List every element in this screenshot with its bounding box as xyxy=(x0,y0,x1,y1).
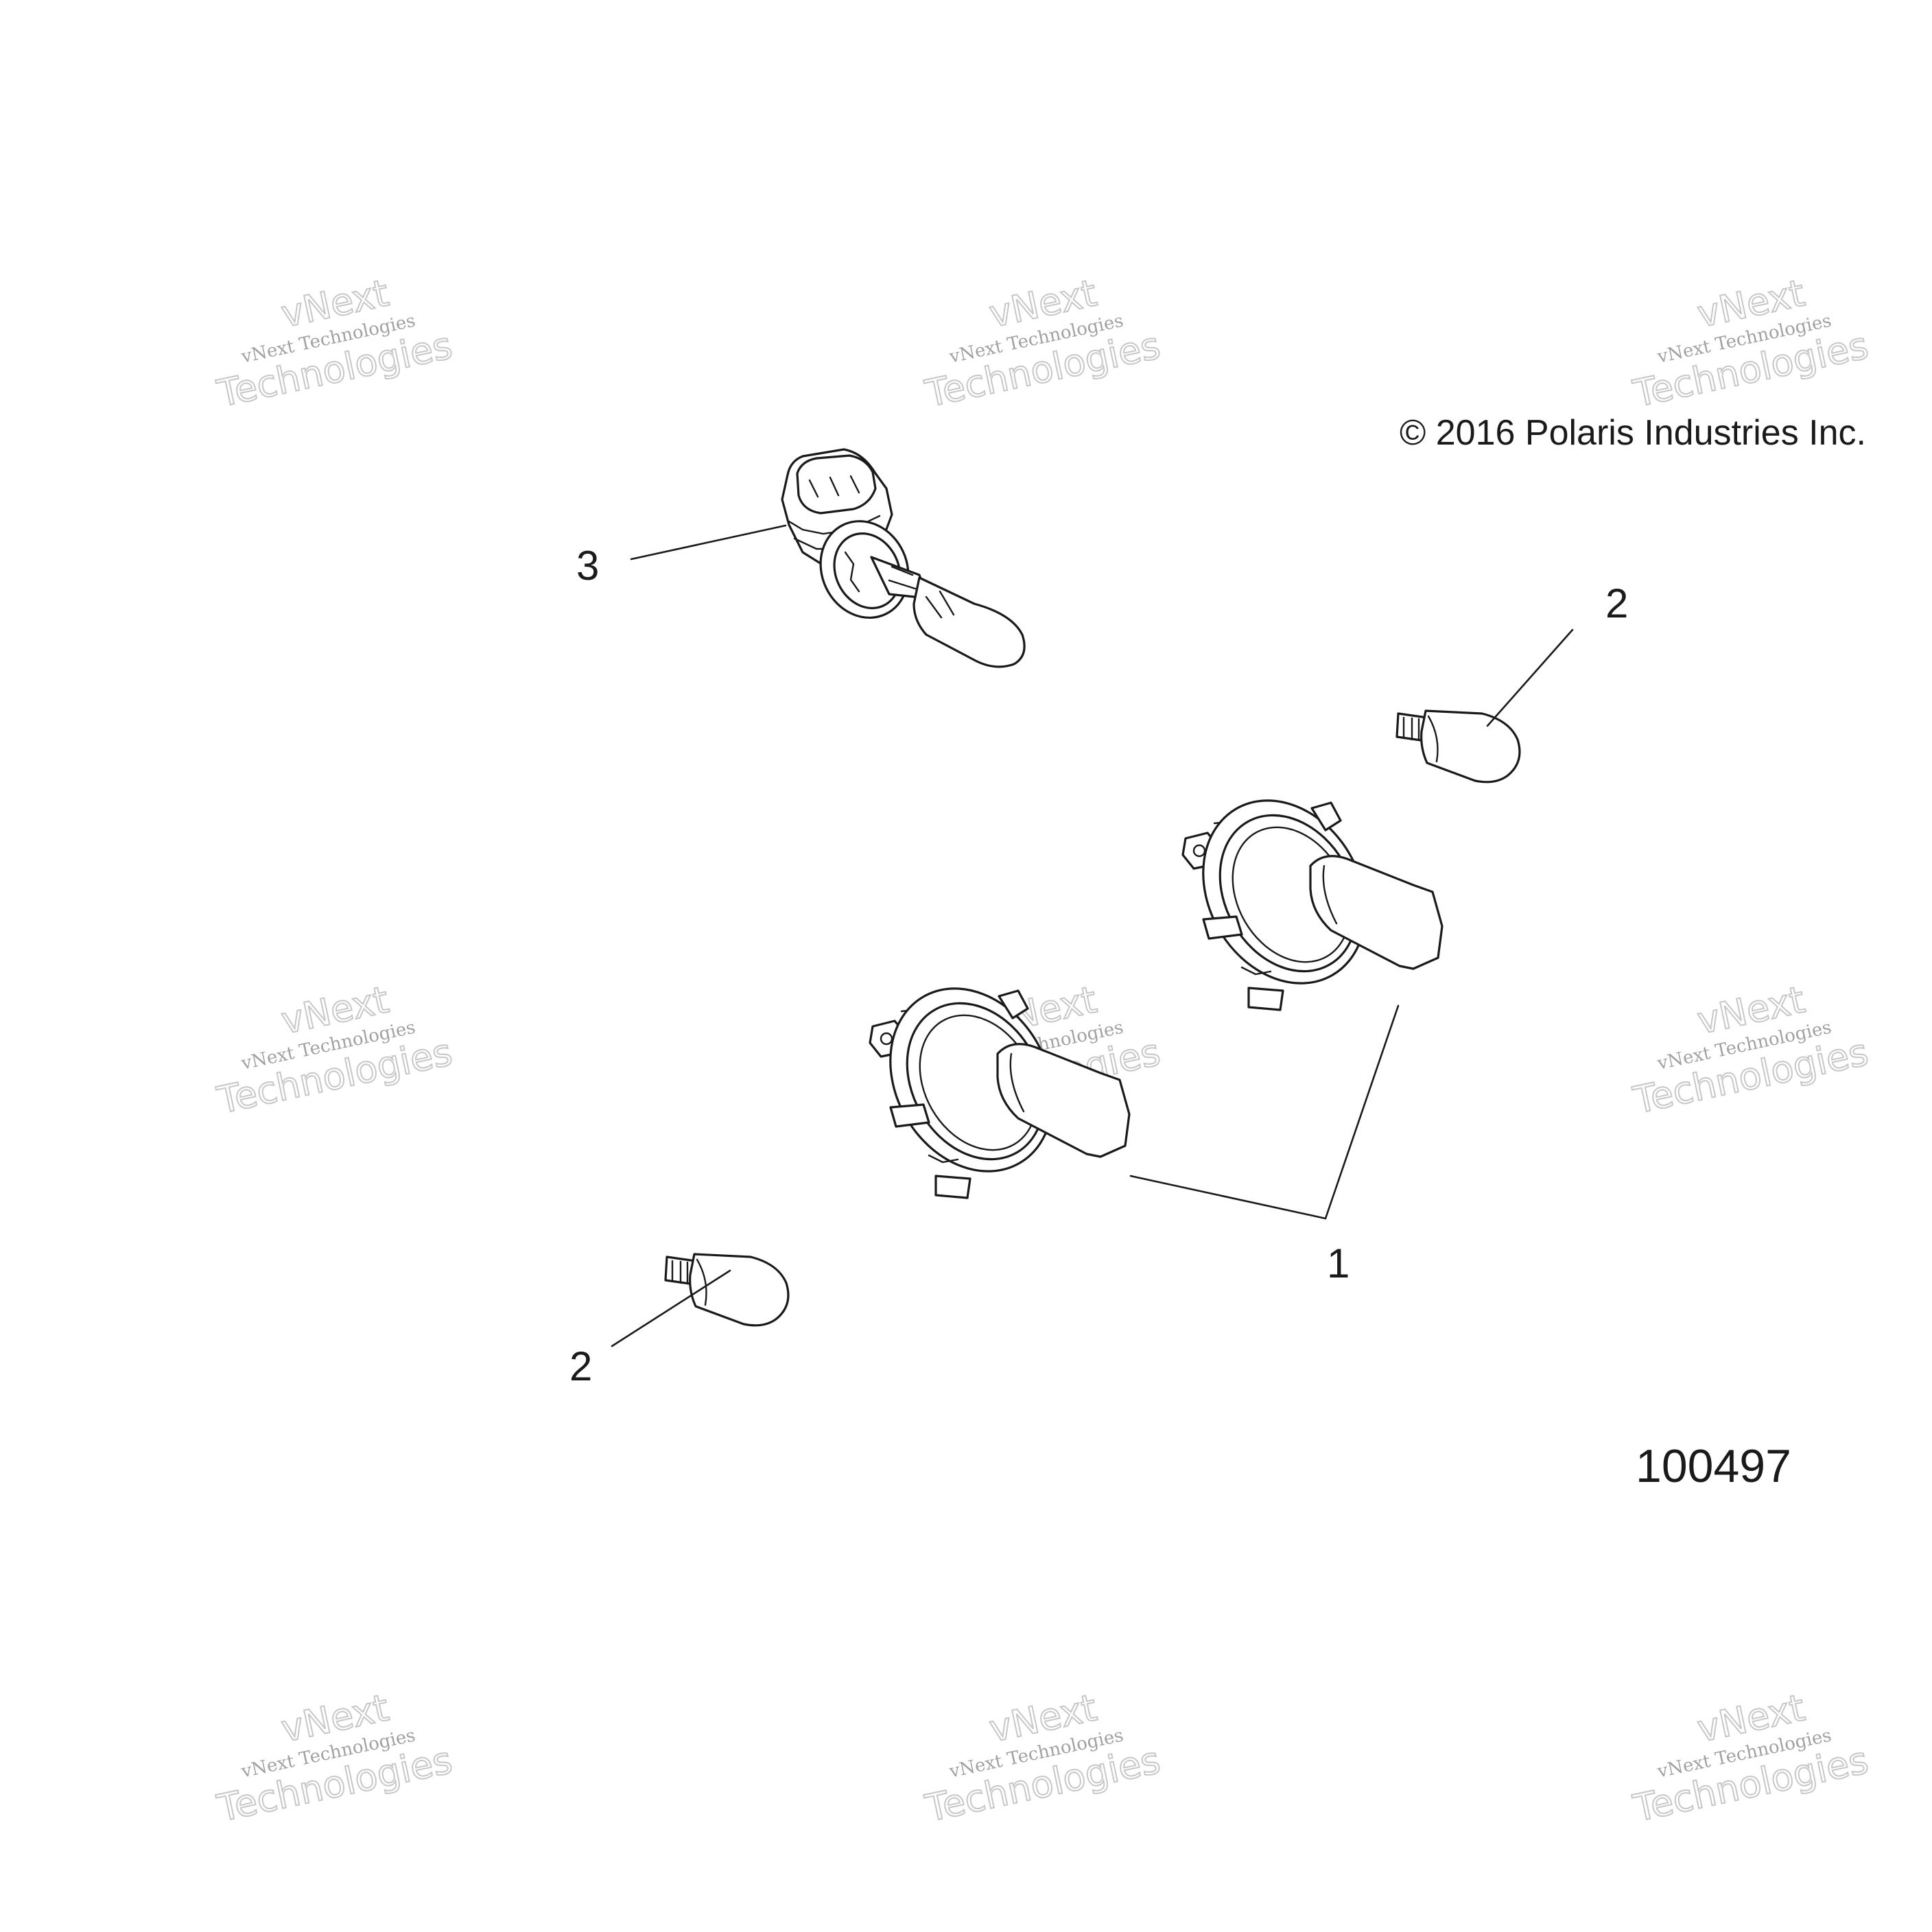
h4-bulb-upper-drawing xyxy=(1181,799,1444,1011)
leader-line-2-upper xyxy=(1486,628,1574,727)
copyright-notice: © 2016 Polaris Industries Inc. xyxy=(1400,413,1866,453)
leader-lines xyxy=(611,524,1574,1347)
h11-bulb-drawing xyxy=(781,448,1026,668)
leader-line-3 xyxy=(630,524,787,561)
callout-3: 3 xyxy=(576,543,599,589)
wedge-bulb-upper-drawing xyxy=(1395,709,1521,784)
leader-line-2-lower xyxy=(611,1269,731,1347)
callout-2-upper: 2 xyxy=(1605,580,1628,626)
wedge-bulb-lower-drawing xyxy=(664,1253,790,1327)
callout-2-lower: 2 xyxy=(569,1343,592,1389)
h4-bulb-lower-drawing xyxy=(869,987,1131,1199)
figure-number: 100497 xyxy=(1636,1440,1791,1492)
leader-line-1 xyxy=(1129,1004,1400,1220)
callout-1: 1 xyxy=(1327,1240,1350,1286)
